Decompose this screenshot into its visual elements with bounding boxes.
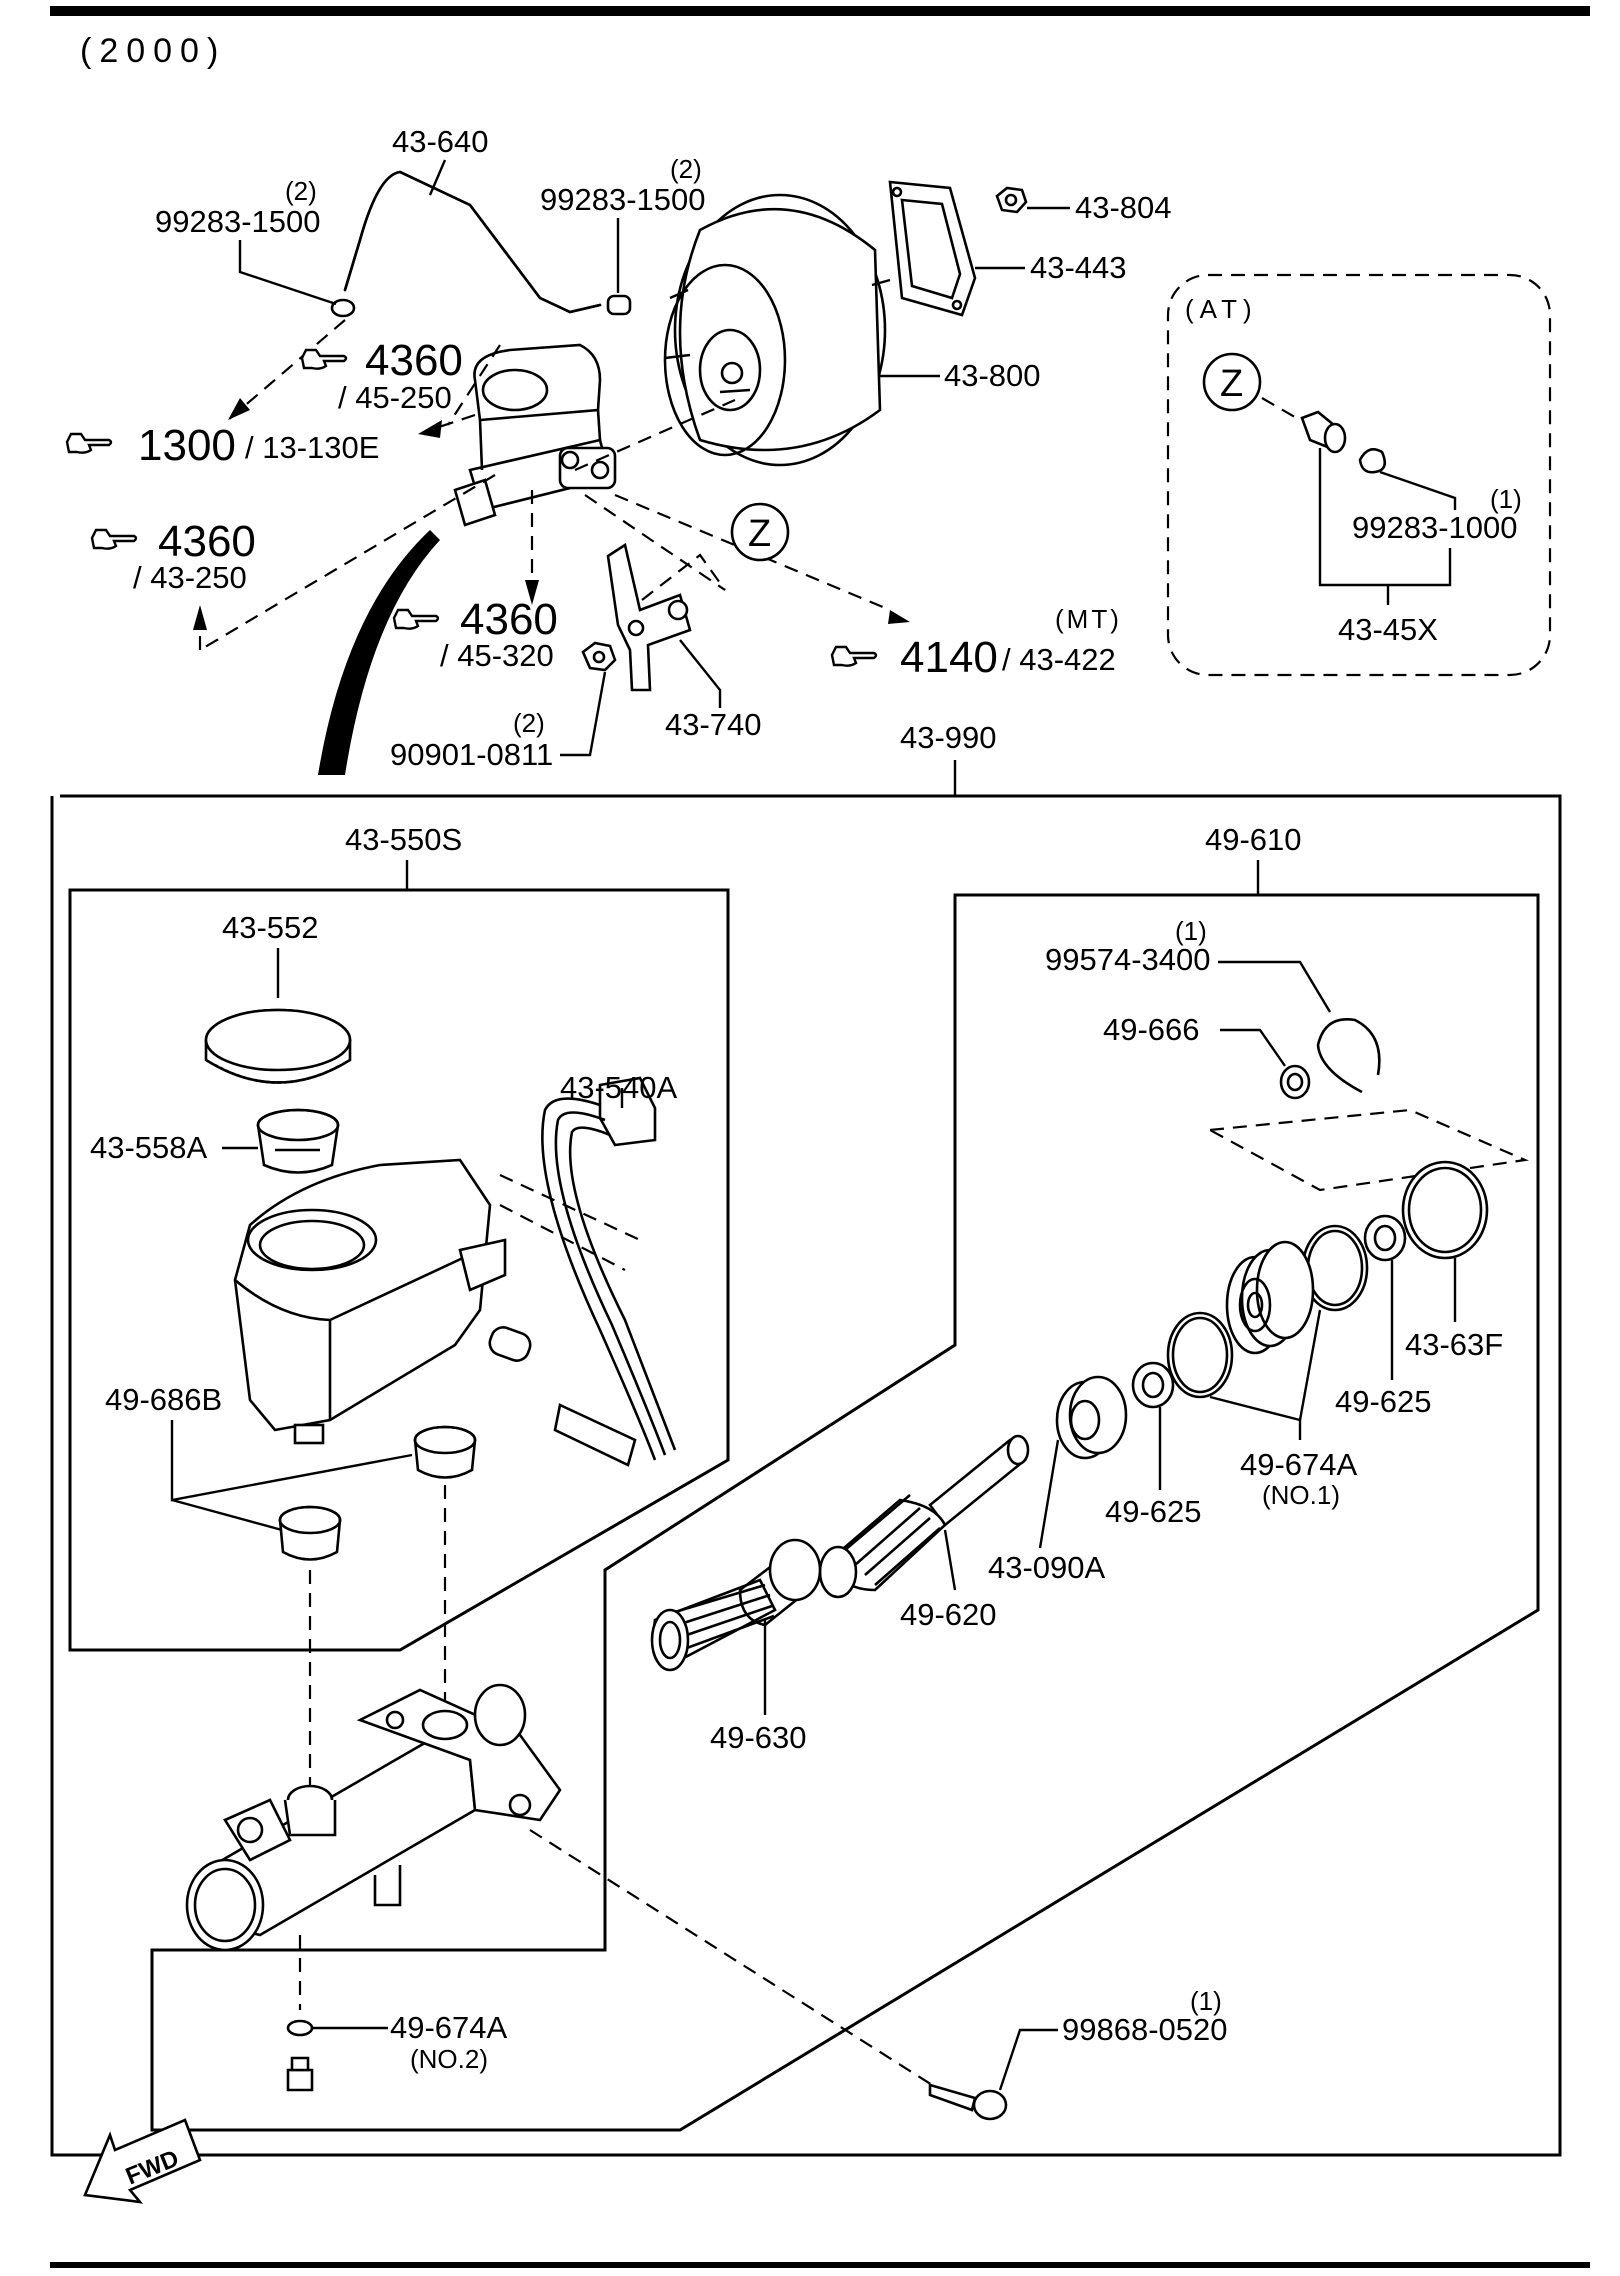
at-detail-box [1166, 273, 1552, 677]
mounting-screw [928, 2083, 1008, 2121]
note-49-674a-no2: (NO.2) [410, 2044, 488, 2074]
z-symbol-at [1202, 352, 1262, 412]
qty-99283-1500-left: (2) [285, 176, 317, 206]
qty-99283-1500-right: (2) [670, 154, 702, 184]
label-49-674a-no1: 49-674A [1240, 1447, 1358, 1482]
label-43-090a: 43-090A [988, 1550, 1106, 1585]
svg-text:/ 45-250: / 45-250 [338, 380, 452, 415]
label-43-443: 43-443 [1030, 250, 1127, 285]
label-49-610: 49-610 [1205, 822, 1302, 857]
ref-4360-43-250: 4360 / 43-250 [90, 517, 256, 595]
reservoir-cap [204, 1008, 352, 1084]
qty-99574-3400: (1) [1175, 916, 1207, 946]
booster-nut [995, 186, 1028, 214]
label-43-558a: 43-558A [90, 1130, 208, 1165]
qty-90901-0811: (2) [513, 708, 545, 738]
cup-49-625-a [1363, 1214, 1407, 1262]
label-49-686b: 49-686B [105, 1382, 222, 1417]
o-ring-no1-b [1166, 1311, 1234, 1399]
label-43-990: 43-990 [900, 720, 997, 755]
z-symbol-at-letter: Z [1220, 363, 1243, 405]
booster-gasket [888, 180, 977, 317]
label-99283-1000: 99283-1000 [1352, 510, 1518, 545]
bracket-nut [581, 641, 617, 672]
label-49-674a-no2: 49-674A [390, 2010, 508, 2045]
brake-booster [663, 193, 887, 467]
svg-text:4140: 4140 [900, 633, 998, 682]
box-49-610 [150, 893, 1540, 2132]
label-99574-3400: 99574-3400 [1045, 942, 1211, 977]
label-99868-0520: 99868-0520 [1062, 2012, 1228, 2047]
bleeder-screw [286, 2056, 314, 2092]
ref-1300-13-130e: 1300 / 13-130E [65, 421, 379, 470]
hose-clamp-left [330, 298, 356, 318]
piston-43-090a [1055, 1375, 1128, 1460]
box-43-990 [50, 794, 1562, 2157]
year-label: (2000) [80, 32, 226, 70]
note-49-674a-no1: (NO.1) [1262, 1480, 1340, 1510]
cup-49-625-b [1131, 1361, 1175, 1409]
at-title: (AT) [1185, 294, 1258, 324]
z-symbol-main [730, 502, 790, 562]
label-49-625-a: 49-625 [1335, 1384, 1432, 1419]
primary-piston [1225, 1240, 1315, 1355]
label-90901-0811: 90901-0811 [390, 737, 553, 772]
svg-text:/ 45-320: / 45-320 [440, 638, 554, 673]
label-49-625-b: 49-625 [1105, 1494, 1202, 1529]
at-fitting [1300, 410, 1347, 454]
label-49-620: 49-620 [900, 1597, 997, 1632]
spring-49-630 [650, 1538, 822, 1672]
master-cylinder-assembly [453, 343, 617, 527]
label-43-63f: 43-63F [1405, 1327, 1503, 1362]
snap-ring [1316, 1017, 1381, 1094]
qty-99868-0520: (1) [1190, 1986, 1222, 2016]
svg-text:/ 43-422: / 43-422 [1002, 642, 1116, 677]
label-43-640: 43-640 [392, 124, 489, 159]
bottom-rule [50, 2262, 1590, 2268]
fluid-level-sensor [541, 1076, 677, 1467]
reservoir-tank [233, 1158, 532, 1445]
label-43-800: 43-800 [944, 358, 1041, 393]
reservoir-grommet-left [278, 1505, 342, 1561]
mounting-bracket [606, 542, 692, 692]
label-49-630: 49-630 [710, 1720, 807, 1755]
hose-clamp-right [606, 294, 632, 316]
reservoir-strainer [256, 1108, 340, 1174]
ref-4360-45-320: 4360 / 45-320 [392, 595, 558, 673]
qty-99283-1000: (1) [1490, 484, 1522, 514]
label-43-804: 43-804 [1075, 190, 1172, 225]
seal-43-63f [1401, 1160, 1489, 1260]
box-43-550s [68, 888, 730, 1652]
label-99283-1500-left: 99283-1500 [155, 204, 321, 239]
at-hose-clamp [1358, 448, 1387, 474]
label-43-740: 43-740 [665, 707, 762, 742]
label-43-540a: 43-540A [560, 1070, 678, 1105]
svg-text:4360: 4360 [158, 517, 256, 566]
label-43-45x: 43-45X [1338, 612, 1438, 647]
master-cylinder-body [185, 1683, 562, 1952]
reservoir-grommet-right [413, 1425, 477, 1479]
label-43-552: 43-552 [222, 910, 319, 945]
top-rule [50, 6, 1590, 16]
svg-text:(MT): (MT) [1055, 604, 1122, 634]
ref-4140-43-422: (MT) 4140 / 43-422 [830, 604, 1122, 682]
svg-text:/ 43-250: / 43-250 [133, 560, 247, 595]
svg-text:4360: 4360 [460, 595, 558, 644]
o-ring-no2 [286, 2019, 314, 2037]
ref-4360-45-250: 4360 / 45-250 [300, 336, 463, 415]
label-99283-1500-right: 99283-1500 [540, 182, 706, 217]
forward-arrow-icon: FWD [83, 2118, 202, 2204]
svg-text:4360: 4360 [365, 336, 463, 385]
z-symbol-main-letter: Z [748, 513, 771, 555]
svg-text:/ 13-130E: / 13-130E [245, 430, 379, 465]
svg-text:1300: 1300 [138, 421, 236, 470]
label-49-666: 49-666 [1103, 1012, 1200, 1047]
assembly-detail-arrow [318, 530, 440, 775]
label-43-550s: 43-550S [345, 822, 462, 857]
washer-49-666 [1279, 1064, 1311, 1100]
